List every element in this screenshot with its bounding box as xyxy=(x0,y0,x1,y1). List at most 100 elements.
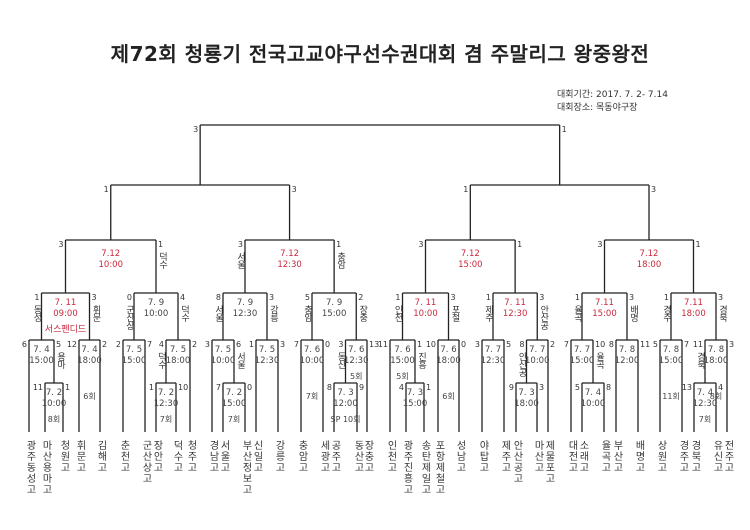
match-time: 12:30 xyxy=(692,399,718,409)
team-name: 청원고 xyxy=(58,440,69,473)
left-score: 7 xyxy=(215,383,221,392)
match-date: 7. 7 xyxy=(573,345,591,355)
match-time: 18:00 xyxy=(77,356,102,366)
match-note: 6회 xyxy=(83,392,96,401)
left-score: 3 xyxy=(338,340,344,349)
match-time: 10:00 xyxy=(525,356,550,366)
right-score: 3 xyxy=(291,185,297,194)
left-score: 3 xyxy=(418,240,424,249)
left-team-label: 충암 xyxy=(302,305,312,321)
match-date: 7. 8 xyxy=(707,345,725,355)
left-score: 3 xyxy=(58,240,64,249)
left-score: 1 xyxy=(463,185,469,194)
match-time: 15:00 xyxy=(592,309,617,319)
right-score: 7 xyxy=(684,340,690,349)
match-note: 7회 xyxy=(698,415,712,424)
match-date: 7. 5 xyxy=(258,345,276,355)
team-name: 광주진흥고 xyxy=(401,440,412,495)
team-name: 김해고 xyxy=(95,440,106,473)
left-score: 5 xyxy=(574,383,580,392)
match-date: 7. 8 xyxy=(618,345,636,355)
right-score: 1 xyxy=(336,240,342,249)
team-name: 마산고 xyxy=(532,440,543,473)
right-score: 11 xyxy=(640,340,651,349)
left-score: 3 xyxy=(474,340,480,349)
match-date: 7. 2 xyxy=(157,388,175,398)
match-time: 15:00 xyxy=(321,309,347,319)
match-time: 12:30 xyxy=(232,309,258,319)
match-date: 7.12 xyxy=(460,249,480,259)
right-team-label: 휘문 xyxy=(90,305,101,321)
right-score: 1 xyxy=(426,383,432,392)
left-score: 3 xyxy=(237,240,243,249)
right-score: 3 xyxy=(450,293,456,302)
team-name: 군산상고 xyxy=(140,440,151,484)
right-score: 5 xyxy=(56,340,62,349)
match-time: 18:00 xyxy=(514,399,539,409)
match-date: 7. 4 xyxy=(584,388,602,398)
match-date: 7. 11 xyxy=(414,298,437,308)
match-time: 15:00 xyxy=(402,399,428,409)
left-score: 6 xyxy=(21,340,27,349)
team-name: 세광고 xyxy=(318,440,329,473)
team-name: 휘문고 xyxy=(74,440,85,473)
match-time: 12:00 xyxy=(333,399,358,409)
match-date: 7. 9 xyxy=(236,298,254,308)
match-time: 18:00 xyxy=(436,356,461,366)
left-team-label: 서울 xyxy=(235,252,245,268)
match-date: 7.12 xyxy=(101,249,121,259)
match-time: 18:00 xyxy=(681,309,706,319)
left-score: 4 xyxy=(158,340,164,349)
right-team-label: 덕수 xyxy=(157,252,167,268)
team-name: 동산고 xyxy=(352,440,363,473)
right-score: 2 xyxy=(102,340,108,349)
right-team-label: 율곡 xyxy=(594,352,604,368)
right-score: 3 xyxy=(651,185,657,194)
team-name: 충암고 xyxy=(296,440,307,473)
match-time: 10:00 xyxy=(143,309,169,319)
match-date: 7. 7 xyxy=(484,345,502,355)
right-score: 1 xyxy=(65,383,71,392)
team-name: 장충고 xyxy=(362,440,373,473)
match-note: SP 10회 xyxy=(330,415,361,424)
match-time: 12:30 xyxy=(344,356,369,366)
right-score: 0 xyxy=(247,383,253,392)
right-score: 3 xyxy=(629,293,635,302)
left-score: 11 xyxy=(32,383,43,392)
team-name: 부산고 xyxy=(611,440,622,473)
match-date: 7.11 xyxy=(595,298,614,308)
right-score: 2 xyxy=(358,293,364,302)
left-score: 8 xyxy=(608,340,614,349)
left-score: 3 xyxy=(193,125,199,134)
right-score: 10 xyxy=(178,383,189,392)
right-score: 3 xyxy=(269,293,275,302)
team-name: 덕수고 xyxy=(171,440,182,473)
team-name: 마산용마고 xyxy=(40,440,51,495)
team-name: 포항제철고 xyxy=(433,440,444,495)
match-note: 8회 xyxy=(47,415,61,424)
right-score: 13 xyxy=(369,340,380,349)
left-score: 8 xyxy=(215,293,221,302)
team-name: 제주고 xyxy=(499,440,510,473)
right-team-label: 경북 xyxy=(717,305,727,321)
match-note: 8회 xyxy=(709,392,723,401)
left-team-label: 경주 xyxy=(661,305,671,321)
match-time: 10:00 xyxy=(580,399,606,409)
left-score: 0 xyxy=(126,293,132,302)
right-team-label: 강릉 xyxy=(268,305,278,321)
match-date: 7. 9 xyxy=(326,298,343,308)
match-date: 7. 3 xyxy=(406,388,424,398)
match-date: 7. 4 xyxy=(33,345,50,355)
match-time: 10:00 xyxy=(41,399,67,409)
team-name: 소래고 xyxy=(577,440,588,473)
team-name: 율곡고 xyxy=(599,440,610,473)
match-date: 7. 4 xyxy=(696,388,714,398)
right-score: 8 xyxy=(606,383,612,392)
right-team-label: 용마 xyxy=(55,352,65,368)
left-score: 1 xyxy=(103,185,109,194)
right-team-label: 덕수 xyxy=(179,305,189,321)
match-date: 7. 6 xyxy=(440,345,457,355)
right-score: 3 xyxy=(91,293,97,302)
match-date: 7.12 xyxy=(639,249,659,259)
